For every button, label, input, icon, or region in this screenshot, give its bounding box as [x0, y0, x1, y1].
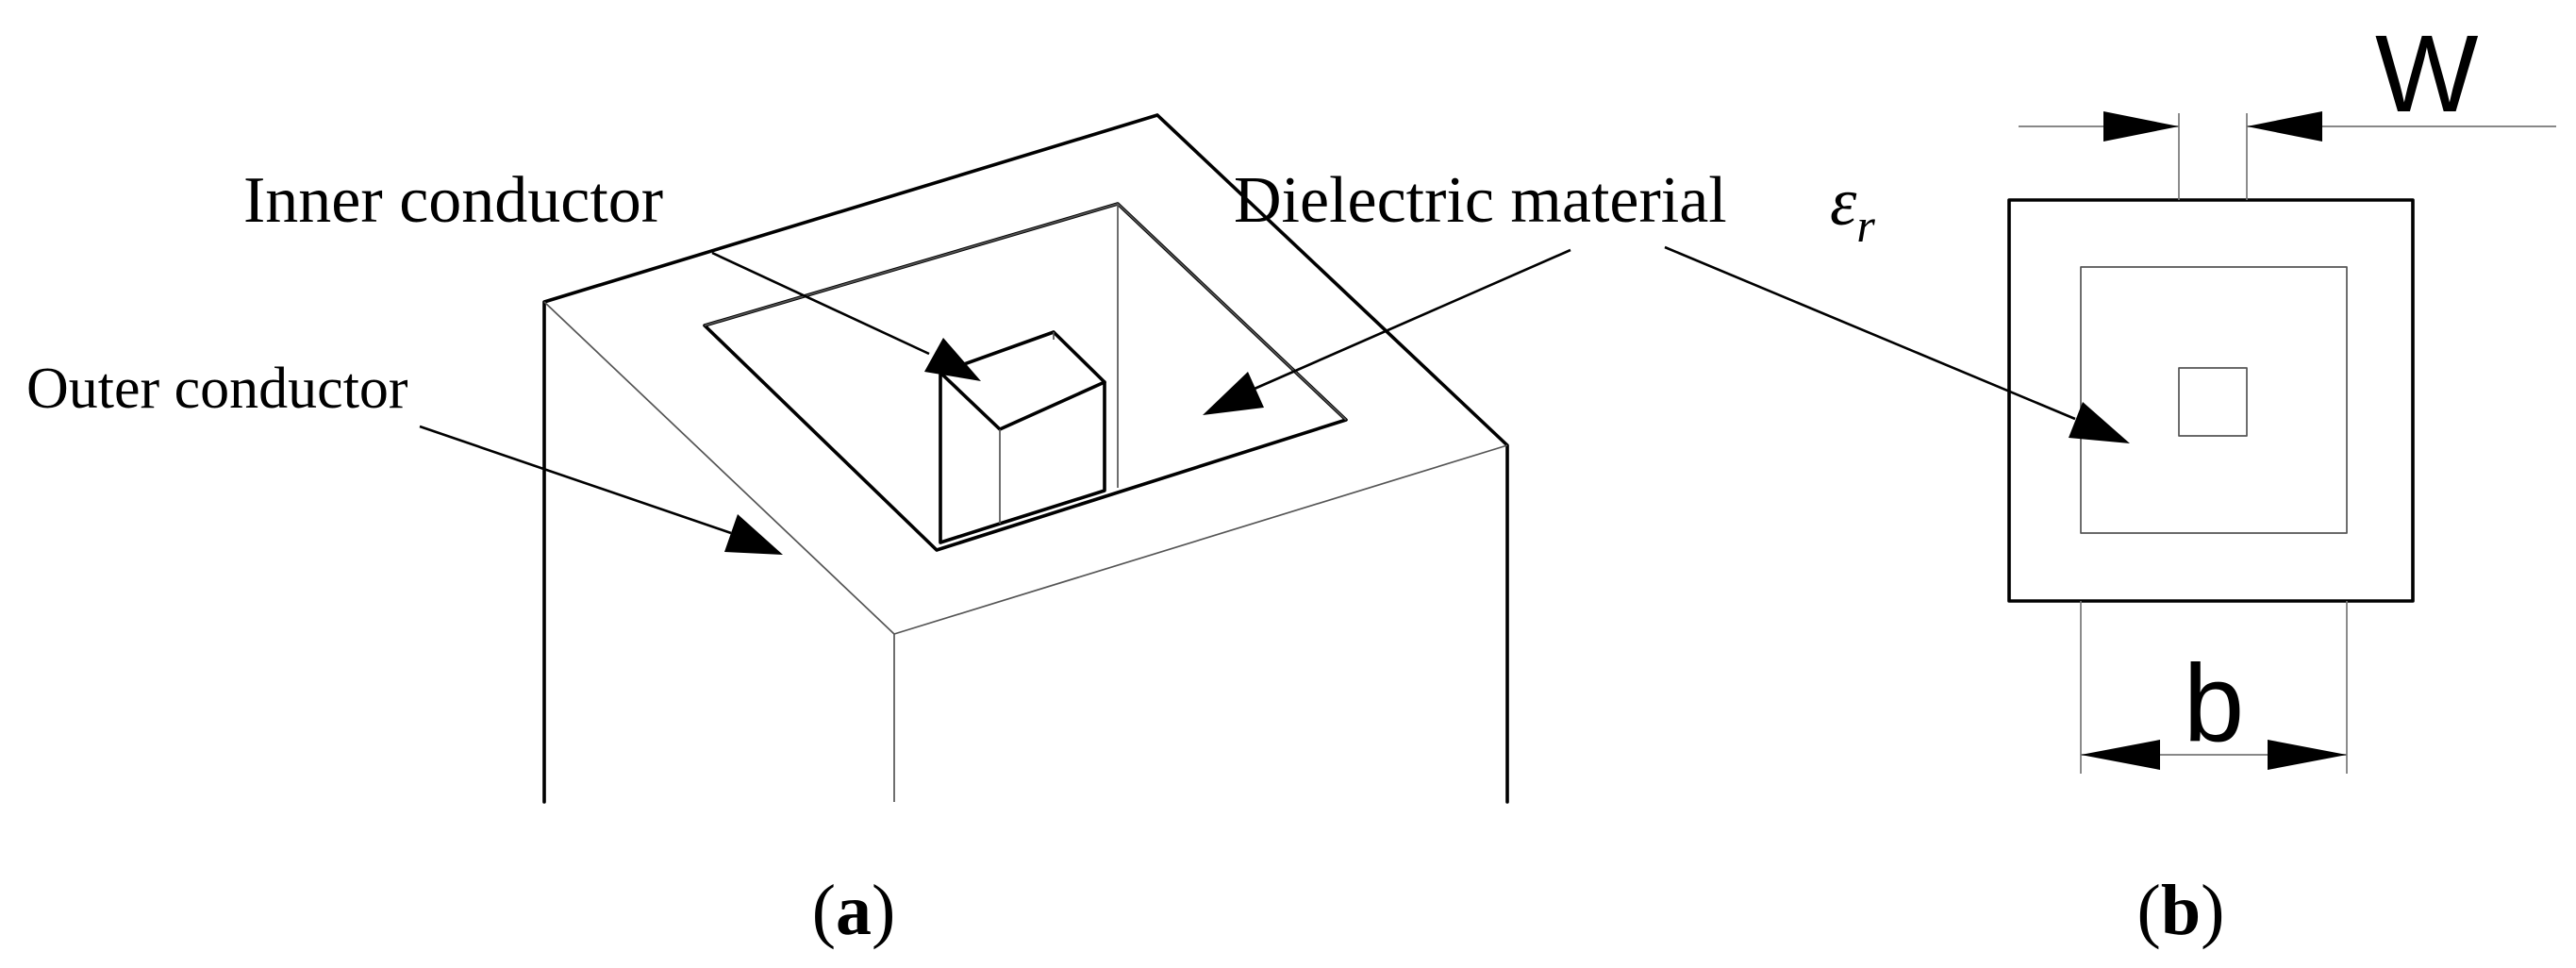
permittivity-epsilon: ε: [1830, 164, 1857, 240]
caption-a-letter: a: [836, 871, 872, 950]
inner-conductor-leader: [711, 251, 981, 381]
caption-b-letter: b: [2161, 871, 2201, 950]
outer-conductor-label: Outer conductor: [26, 357, 408, 421]
w-arrow-right: [2247, 111, 2322, 142]
permittivity-symbol: εr: [1830, 164, 1875, 252]
w-dimension: [2019, 111, 2556, 200]
dielectric-material-label: Dielectric material: [1234, 164, 1727, 237]
inner-conductor-top-edge: [939, 371, 1106, 431]
b-dimension: [2080, 601, 2348, 774]
dim-w-label: W: [2375, 12, 2479, 135]
dielectric-leader-a: [1203, 248, 1571, 415]
outer-conductor-square: [2007, 198, 2415, 603]
w-arrow-left: [2103, 111, 2179, 142]
permittivity-subscript: r: [1856, 199, 1875, 252]
inner-conductor-label: Inner conductor: [243, 164, 663, 237]
caption-b: (b): [2137, 871, 2225, 950]
dielectric-boundary-square: [2080, 266, 2348, 534]
outer-conductor-leader: [419, 425, 783, 555]
b-arrow-left: [2081, 740, 2160, 770]
panel-b: W b (b): [1664, 12, 2556, 950]
dielectric-leader-b: [1664, 245, 2130, 443]
panel-a: Inner conductor Outer conductor Dielectr…: [26, 113, 1875, 950]
inner-conductor-square: [2178, 367, 2248, 437]
dim-b-label: b: [2184, 642, 2245, 764]
outer-conductor-top-face: [543, 301, 1508, 635]
b-arrow-right: [2268, 740, 2347, 770]
caption-a: (a): [812, 871, 896, 950]
